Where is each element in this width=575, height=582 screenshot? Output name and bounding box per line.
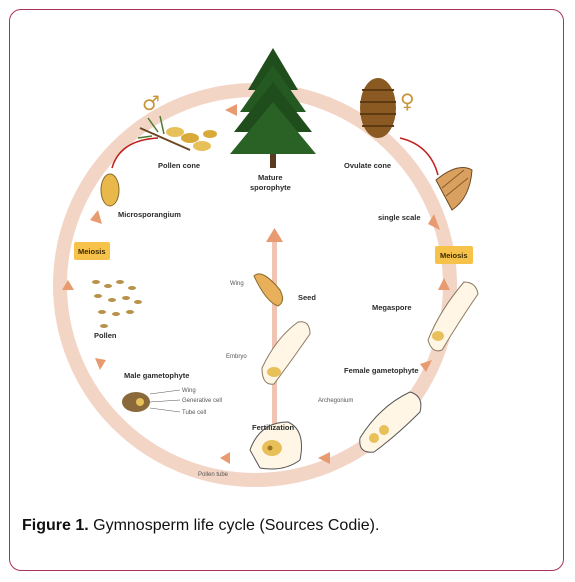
ring-arrow bbox=[95, 358, 106, 370]
label-embryo: Embryo bbox=[226, 354, 247, 360]
pollen-cone-branch bbox=[137, 115, 217, 151]
label-pollen-tube: Pollen tube bbox=[198, 472, 229, 478]
caption-label: Figure 1. bbox=[22, 517, 89, 534]
label-ovulate-cone: Ovulate cone bbox=[344, 161, 391, 170]
male-symbol: ♂ bbox=[142, 91, 160, 115]
embryo-icon bbox=[261, 321, 311, 385]
ring-arrow bbox=[62, 280, 74, 290]
pollen-grains bbox=[92, 280, 142, 328]
meiosis-box-left bbox=[74, 242, 110, 260]
label-female-gametophyte: Female gametophyte bbox=[344, 366, 419, 375]
female-symbol: ♀ bbox=[400, 89, 415, 113]
megaspore-icon bbox=[427, 281, 479, 352]
male-gametophyte-icon bbox=[122, 389, 181, 413]
label-fertilization: Fertilization bbox=[252, 423, 295, 432]
ring-arrow bbox=[90, 210, 102, 224]
label-sporophyte: sporophyte bbox=[250, 183, 291, 192]
center-arrow bbox=[266, 228, 283, 425]
red-link-left bbox=[111, 137, 159, 169]
label-single-scale: single scale bbox=[378, 213, 421, 222]
ovulate-cone bbox=[360, 78, 396, 138]
figure-caption: Figure 1. Gymnosperm life cycle (Sources… bbox=[22, 517, 379, 535]
microsporangium-icon bbox=[100, 173, 120, 207]
seed-icon bbox=[253, 273, 284, 307]
label-seed: Seed bbox=[298, 293, 316, 302]
label-pollen: Pollen bbox=[94, 331, 117, 340]
ring-arrow bbox=[438, 278, 450, 290]
fertilization-icon bbox=[249, 421, 302, 470]
ring-arrow bbox=[220, 452, 230, 464]
ring-arrow bbox=[428, 214, 440, 230]
label-megaspore: Megaspore bbox=[372, 303, 412, 312]
label-tube-cell: Tube cell bbox=[182, 410, 206, 416]
red-link-right bbox=[399, 137, 439, 176]
ring-arrow bbox=[318, 452, 330, 464]
label-wing-male: Wing bbox=[182, 388, 196, 394]
cycle-arrows bbox=[62, 104, 450, 464]
label-mature: Mature bbox=[258, 173, 283, 182]
label-archegonium: Archegonium bbox=[318, 398, 353, 404]
caption-text: Gymnosperm life cycle (Sources Codie). bbox=[88, 517, 380, 534]
label-male-gametophyte: Male gametophyte bbox=[124, 371, 189, 380]
archegonium-icon bbox=[359, 391, 422, 453]
single-scale-icon bbox=[435, 167, 473, 211]
label-pollen-cone: Pollen cone bbox=[158, 161, 200, 170]
meiosis-box-right bbox=[435, 246, 473, 264]
meiosis-label-right: Meiosis bbox=[440, 251, 468, 260]
label-wing-seed: Wing bbox=[230, 281, 244, 287]
label-generative-cell: Generative cell bbox=[182, 398, 222, 404]
meiosis-label-left: Meiosis bbox=[78, 247, 106, 256]
label-microsporangium: Microsporangium bbox=[118, 210, 181, 219]
ring-arrow bbox=[420, 360, 432, 372]
gymnosperm-life-cycle-diagram: ♂ ♀ Meiosis Meiosis bbox=[53, 48, 479, 487]
ring-arrow bbox=[225, 104, 237, 116]
mature-sporophyte-tree bbox=[230, 48, 316, 168]
